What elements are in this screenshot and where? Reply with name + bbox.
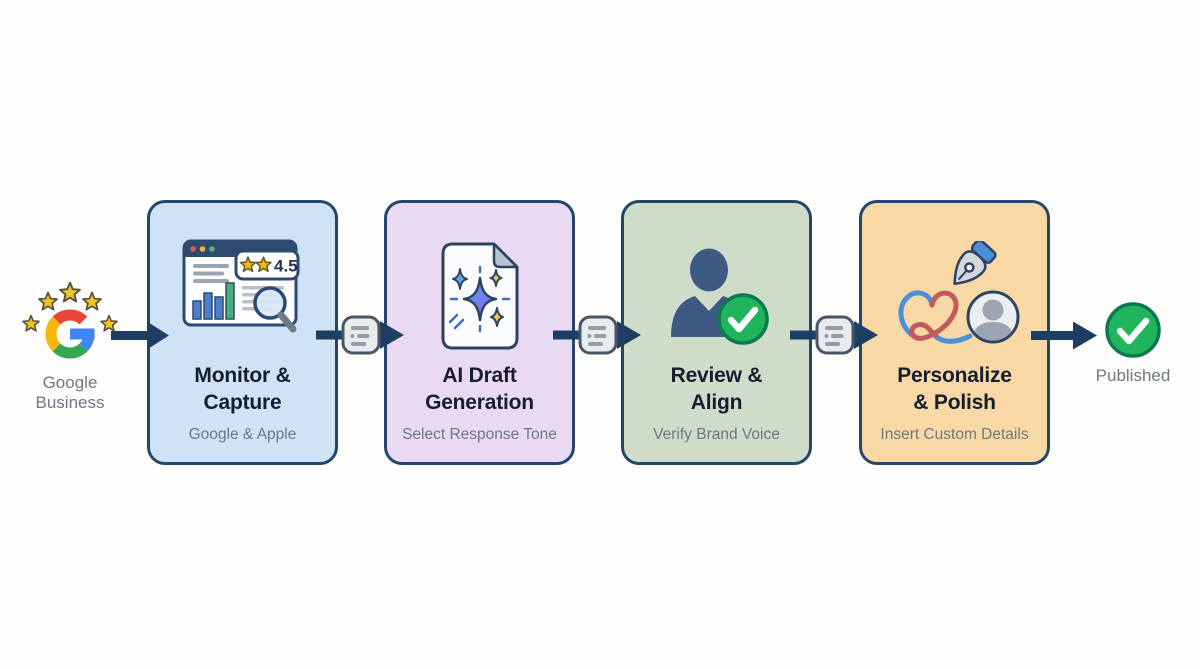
text-lines-icon (815, 315, 855, 355)
step-card-monitor-capture: 4.5 Monitor & Capture Google & Apple (147, 200, 338, 465)
pen-heart-avatar-icon (898, 241, 1019, 344)
source-label: Google Business (35, 373, 105, 412)
google-logo-stars-icon (22, 282, 118, 359)
text-lines-icon (341, 315, 381, 355)
step-subtitle: Google & Apple (188, 426, 297, 443)
ai-sparkle-document-icon (441, 242, 518, 350)
rating-value: 4.5 (274, 257, 298, 276)
source-google-business: Google Business (16, 282, 124, 413)
step-card-personalize-polish: Personalize & Polish Insert Custom Detai… (859, 200, 1050, 465)
step-title: Monitor & Capture (194, 364, 291, 414)
person-approved-icon (670, 248, 769, 345)
flow-arrow (111, 321, 169, 350)
step-subtitle: Select Response Tone (402, 426, 557, 443)
step-title: Review & Align (670, 364, 763, 414)
connector (790, 314, 880, 356)
connector (553, 314, 643, 356)
flow-arrow (1031, 321, 1097, 350)
analytics-browser-icon: 4.5 (182, 239, 299, 333)
result-published: Published (1088, 301, 1178, 386)
step-title: AI Draft Generation (425, 364, 534, 414)
step-subtitle: Verify Brand Voice (653, 426, 780, 443)
check-circle-icon (1105, 302, 1161, 358)
step-subtitle: Insert Custom Details (880, 426, 1029, 443)
step-title: Personalize & Polish (897, 364, 1012, 414)
connector (316, 314, 406, 356)
text-lines-icon (578, 315, 618, 355)
result-label: Published (1095, 366, 1171, 385)
step-card-review-align: Review & Align Verify Brand Voice (621, 200, 812, 465)
step-card-ai-draft: AI Draft Generation Select Response Tone (384, 200, 575, 465)
